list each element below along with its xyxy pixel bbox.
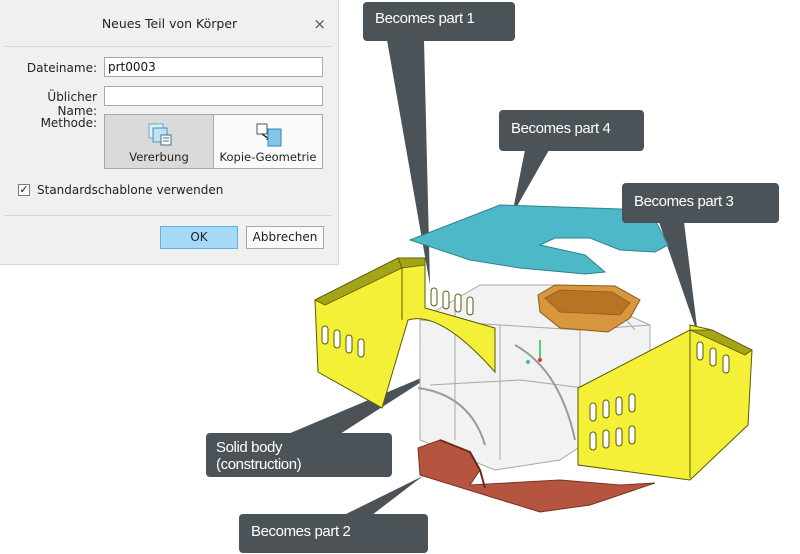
callout-part4: Becomes part 4: [499, 110, 644, 151]
callout-solid-body: Solid body (construction): [206, 433, 392, 477]
new-part-from-body-dialog: Neues Teil von Körper × Dateiname: Üblic…: [0, 0, 339, 265]
callout-pointer-part2: [344, 476, 423, 515]
callout-part1-text: Becomes part 1: [375, 10, 475, 27]
dialog-title: Neues Teil von Körper: [101, 16, 238, 31]
callout-part4-text: Becomes part 4: [511, 120, 611, 137]
method-copy-geometry-button[interactable]: Kopie-Geometrie: [213, 114, 323, 169]
part3-right-wall: [577, 324, 753, 481]
callout-part3: Becomes part 3: [622, 183, 779, 223]
title-divider: [5, 46, 332, 47]
cancel-button[interactable]: Abbrechen: [246, 226, 324, 249]
common-name-label: Üblicher Name:: [47, 90, 97, 118]
callout-solid-body-line2: (construction): [216, 456, 302, 473]
method-inheritance-button[interactable]: Vererbung: [104, 114, 214, 169]
callout-solid-body-line1: Solid body: [216, 439, 283, 456]
callout-pointer-part1: [387, 40, 430, 285]
callout-part2-text: Becomes part 2: [251, 523, 351, 540]
callout-pointer-part4: [512, 150, 549, 215]
file-name-input[interactable]: [104, 57, 323, 77]
method-label: Methode:: [40, 116, 97, 130]
callout-part1: Becomes part 1: [363, 2, 515, 41]
method-inheritance-label: Vererbung: [129, 150, 189, 164]
use-default-template-label[interactable]: Standardschablone verwenden: [37, 183, 224, 197]
callout-pointer-part3: [659, 222, 698, 335]
common-name-input[interactable]: [104, 86, 323, 106]
callout-pointer-solid-body: [288, 370, 440, 434]
close-icon[interactable]: ×: [313, 15, 326, 33]
inheritance-icon: [148, 123, 172, 146]
callout-part3-text: Becomes part 3: [634, 193, 734, 210]
copy-geometry-icon: [256, 123, 282, 147]
use-default-template-checkbox[interactable]: ✓: [18, 183, 30, 196]
method-copy-geometry-label: Kopie-Geometrie: [219, 150, 317, 164]
ok-button[interactable]: OK: [160, 226, 238, 249]
footer-divider: [5, 215, 332, 216]
part1-left-wall: [314, 257, 496, 409]
file-name-label: Dateiname:: [26, 61, 97, 75]
callout-part2: Becomes part 2: [239, 514, 428, 553]
